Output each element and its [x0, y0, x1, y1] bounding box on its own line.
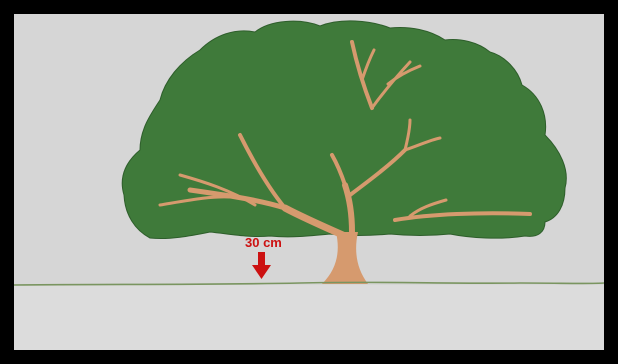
measurement-label: 30 cm	[245, 235, 282, 250]
ground-area	[14, 285, 604, 350]
